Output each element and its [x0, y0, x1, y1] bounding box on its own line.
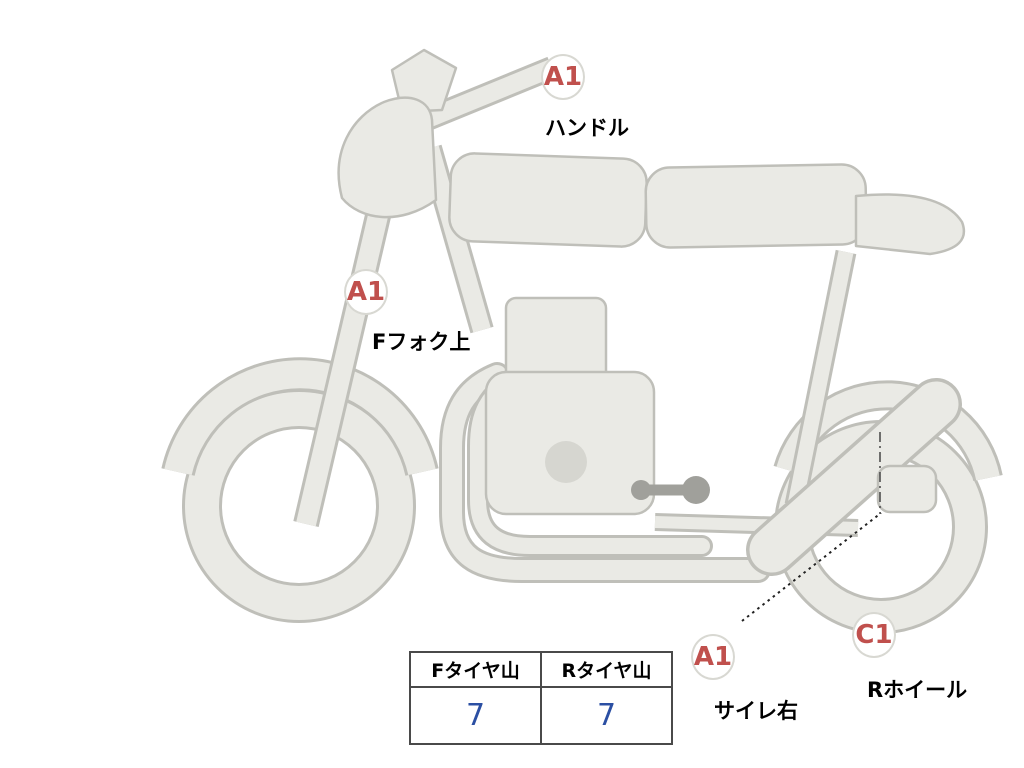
marker-rear-wheel-label: Rホイール: [867, 678, 968, 702]
marker-rear-wheel-badge: C1: [852, 612, 896, 658]
front-end: [293, 48, 557, 527]
tire-table-header-front: Fタイヤ山: [409, 651, 542, 688]
tire-table-value-rear: 7: [540, 686, 673, 745]
tire-tread-table: Fタイヤ山 Rタイヤ山 7 7: [409, 651, 673, 745]
seat: [644, 163, 868, 249]
marker-handlebar-badge: A1: [541, 54, 585, 100]
front-wheel: [182, 389, 416, 623]
crankcase-cover: [545, 441, 587, 483]
marker-handlebar-label: ハンドル: [545, 116, 629, 140]
fuel-tank: [448, 152, 648, 248]
bodywork: [448, 152, 965, 256]
tire-table-header-rear: Rタイヤ山: [540, 651, 673, 688]
muffler: [746, 378, 962, 576]
marker-silencer-badge: A1: [691, 634, 735, 680]
front-fender: [161, 357, 439, 476]
marker-front-fork-badge: A1: [344, 269, 388, 315]
headlight-cowl: [337, 96, 438, 219]
tire-table-value-front: 7: [409, 686, 542, 745]
marker-silencer-label: サイレ右: [714, 699, 798, 723]
muffler-bracket: [876, 464, 938, 514]
footpeg: [631, 476, 710, 504]
engine: [484, 296, 656, 516]
tail-cowl: [854, 193, 965, 256]
annotation-lines: [741, 432, 882, 622]
marker-front-fork-label: Fフォク上: [372, 330, 471, 354]
